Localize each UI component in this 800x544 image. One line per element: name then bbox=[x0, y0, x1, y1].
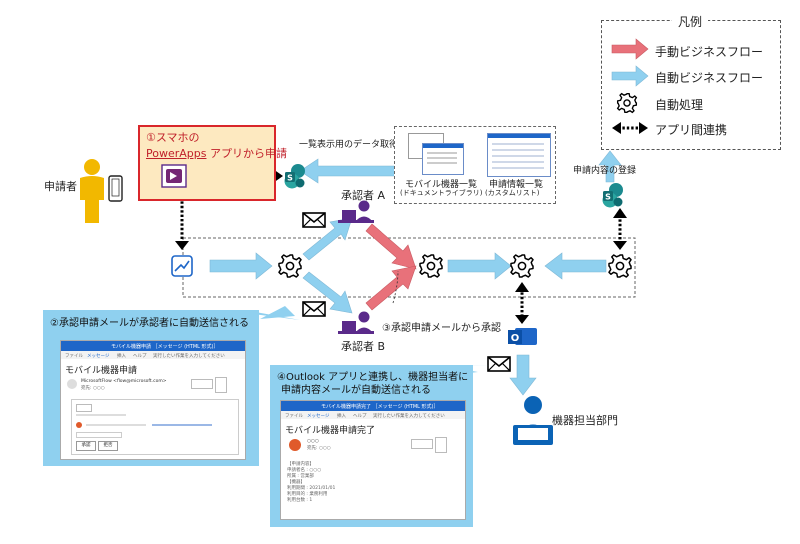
more-button[interactable] bbox=[435, 437, 447, 453]
mail4-recipient: 宛先: ○○○ bbox=[307, 446, 331, 451]
avatar bbox=[289, 439, 301, 451]
approval-card: 承認 拒否 bbox=[71, 399, 239, 455]
legend-item-auto-process: 自動処理 bbox=[655, 98, 704, 112]
envelope-icon bbox=[302, 301, 326, 317]
legend-item-auto-flow: 自動ビジネスフロー bbox=[655, 71, 764, 85]
auto-arrows bbox=[209, 217, 607, 396]
mail4-tab-message[interactable]: メッセージ bbox=[307, 414, 330, 419]
sharepoint-icon bbox=[284, 164, 305, 189]
applicant-person-icon bbox=[80, 159, 123, 223]
callout-powerapps-line1: ①スマホの bbox=[146, 131, 200, 144]
callout-powerapps-line2: PowerApps アプリから申請 bbox=[146, 145, 287, 161]
device-list-label: モバイル機器一覧 bbox=[405, 180, 478, 190]
mail2-tab-help[interactable]: ヘルプ bbox=[133, 354, 147, 359]
mail2-tab-search[interactable]: 実行したい作業を入力してください bbox=[153, 354, 225, 359]
gear-icon bbox=[419, 254, 443, 278]
powerapps-icon bbox=[161, 164, 187, 188]
callout-approval-mail-text: ②承認申請メールが承認者に自動送信される bbox=[50, 318, 249, 329]
reply-buttons[interactable] bbox=[411, 439, 433, 449]
mail4-sender: ○○○ bbox=[307, 439, 319, 444]
gear-icon bbox=[608, 254, 632, 278]
mail4-body-line: 利用目的 : 業務利用 bbox=[287, 492, 328, 497]
request-list-label: 申請情報一覧 bbox=[489, 180, 544, 190]
mail2-header: モバイル機器申請 ［メッセージ (HTML 形式)］ bbox=[111, 344, 219, 350]
applicant-label: 申請者 bbox=[44, 180, 77, 193]
mail4-tab-help[interactable]: ヘルプ bbox=[353, 414, 367, 419]
blue-arrow-icon bbox=[611, 65, 649, 87]
double-dotted-arrow-icon bbox=[612, 122, 648, 134]
avatar bbox=[67, 379, 77, 389]
approver-b-label: 承認者 B bbox=[341, 340, 386, 353]
mail4-tab-search[interactable]: 実行したい作業を入力してください bbox=[373, 414, 445, 419]
device-dept-label: 機器担当部門 bbox=[552, 414, 618, 427]
approval-mail-screenshot: モバイル機器申請 ［メッセージ (HTML 形式)］ ファイル メッセージ 挿入… bbox=[60, 340, 246, 460]
callout-outlook-line1: ④Outlook アプリと連携し、機器担当者に bbox=[277, 372, 469, 383]
mail4-body-line: 利用期間 : 2021/01/01 bbox=[287, 486, 336, 491]
mail2-sender: MicrosoftFlow <flow@microsoft.com> bbox=[81, 379, 167, 384]
legend-box bbox=[601, 20, 781, 150]
legend-icons bbox=[611, 38, 649, 134]
mail4-body-line: 【機器】 bbox=[287, 480, 305, 485]
approver-b-icon bbox=[338, 311, 374, 334]
mail2-recipient: 宛先: ○○○ bbox=[81, 386, 105, 391]
mail2-tab-insert[interactable]: 挿入 bbox=[117, 354, 126, 359]
mail4-subject: モバイル機器申請完了 bbox=[285, 426, 376, 436]
approve-from-mail-label: ③承認申請メールから承認 bbox=[382, 323, 501, 334]
gear-icon bbox=[510, 254, 534, 278]
more-button[interactable] bbox=[215, 377, 227, 393]
request-list-thumbnail bbox=[487, 133, 551, 177]
mail4-body-line: 所属 : 営業部 bbox=[287, 474, 314, 479]
approver-a-icon bbox=[338, 200, 374, 223]
callout-outlook-line2: 申請内容メールが自動送信される bbox=[281, 385, 431, 396]
reject-button[interactable]: 拒否 bbox=[98, 441, 118, 451]
red-arrow-icon bbox=[611, 38, 649, 60]
completion-mail-screenshot: モバイル機器申請完了 ［メッセージ (HTML 形式)］ ファイル メッセージ … bbox=[280, 400, 466, 520]
mail2-subject: モバイル機器申請 bbox=[65, 366, 138, 376]
legend-item-manual-flow: 手動ビジネスフロー bbox=[655, 45, 764, 59]
approve-button[interactable]: 承認 bbox=[76, 441, 96, 451]
mail4-body-line: 申請者名 : ○○○ bbox=[287, 468, 322, 473]
mail4-body-line: 利用台数 : 1 bbox=[287, 498, 313, 503]
mail4-header: モバイル機器申請完了 ［メッセージ (HTML 形式)］ bbox=[321, 404, 439, 410]
powerapps-link-text: PowerApps bbox=[146, 147, 207, 160]
callout-powerapps bbox=[138, 125, 276, 201]
gear-icon bbox=[616, 92, 638, 114]
mail2-tab-file[interactable]: ファイル bbox=[65, 354, 83, 359]
outlook-icon: O bbox=[508, 328, 537, 345]
reply-buttons[interactable] bbox=[191, 379, 213, 389]
device-list-thumbnail bbox=[422, 143, 464, 175]
device-dept-person-icon bbox=[513, 396, 553, 445]
sharepoint-icon bbox=[602, 183, 623, 208]
legend-item-app-link: アプリ間連携 bbox=[655, 123, 728, 137]
callout-powerapps-rest: アプリから申請 bbox=[206, 147, 287, 160]
gear-icon bbox=[278, 254, 302, 278]
mail4-tab-insert[interactable]: 挿入 bbox=[337, 414, 346, 419]
svg-text:O: O bbox=[511, 333, 520, 344]
mail2-tab-message[interactable]: メッセージ bbox=[87, 354, 110, 359]
manual-arrows bbox=[365, 223, 417, 311]
mail4-tab-file[interactable]: ファイル bbox=[285, 414, 303, 419]
envelope-icon bbox=[487, 356, 511, 372]
register-label: 申請内容の登録 bbox=[573, 166, 637, 176]
list-fetch-label: 一覧表示用のデータ取得 bbox=[299, 140, 399, 150]
approver-a-label: 承認者 A bbox=[341, 189, 386, 202]
request-list-sublabel: (カスタムリスト) bbox=[485, 189, 540, 197]
mail4-body-line: 【申請内容】 bbox=[287, 462, 314, 467]
device-list-sublabel: (ドキュメントライブラリ) bbox=[400, 189, 483, 197]
power-automate-icon bbox=[171, 255, 193, 277]
envelope-icon bbox=[302, 212, 326, 228]
legend-title: 凡例 bbox=[672, 13, 709, 30]
